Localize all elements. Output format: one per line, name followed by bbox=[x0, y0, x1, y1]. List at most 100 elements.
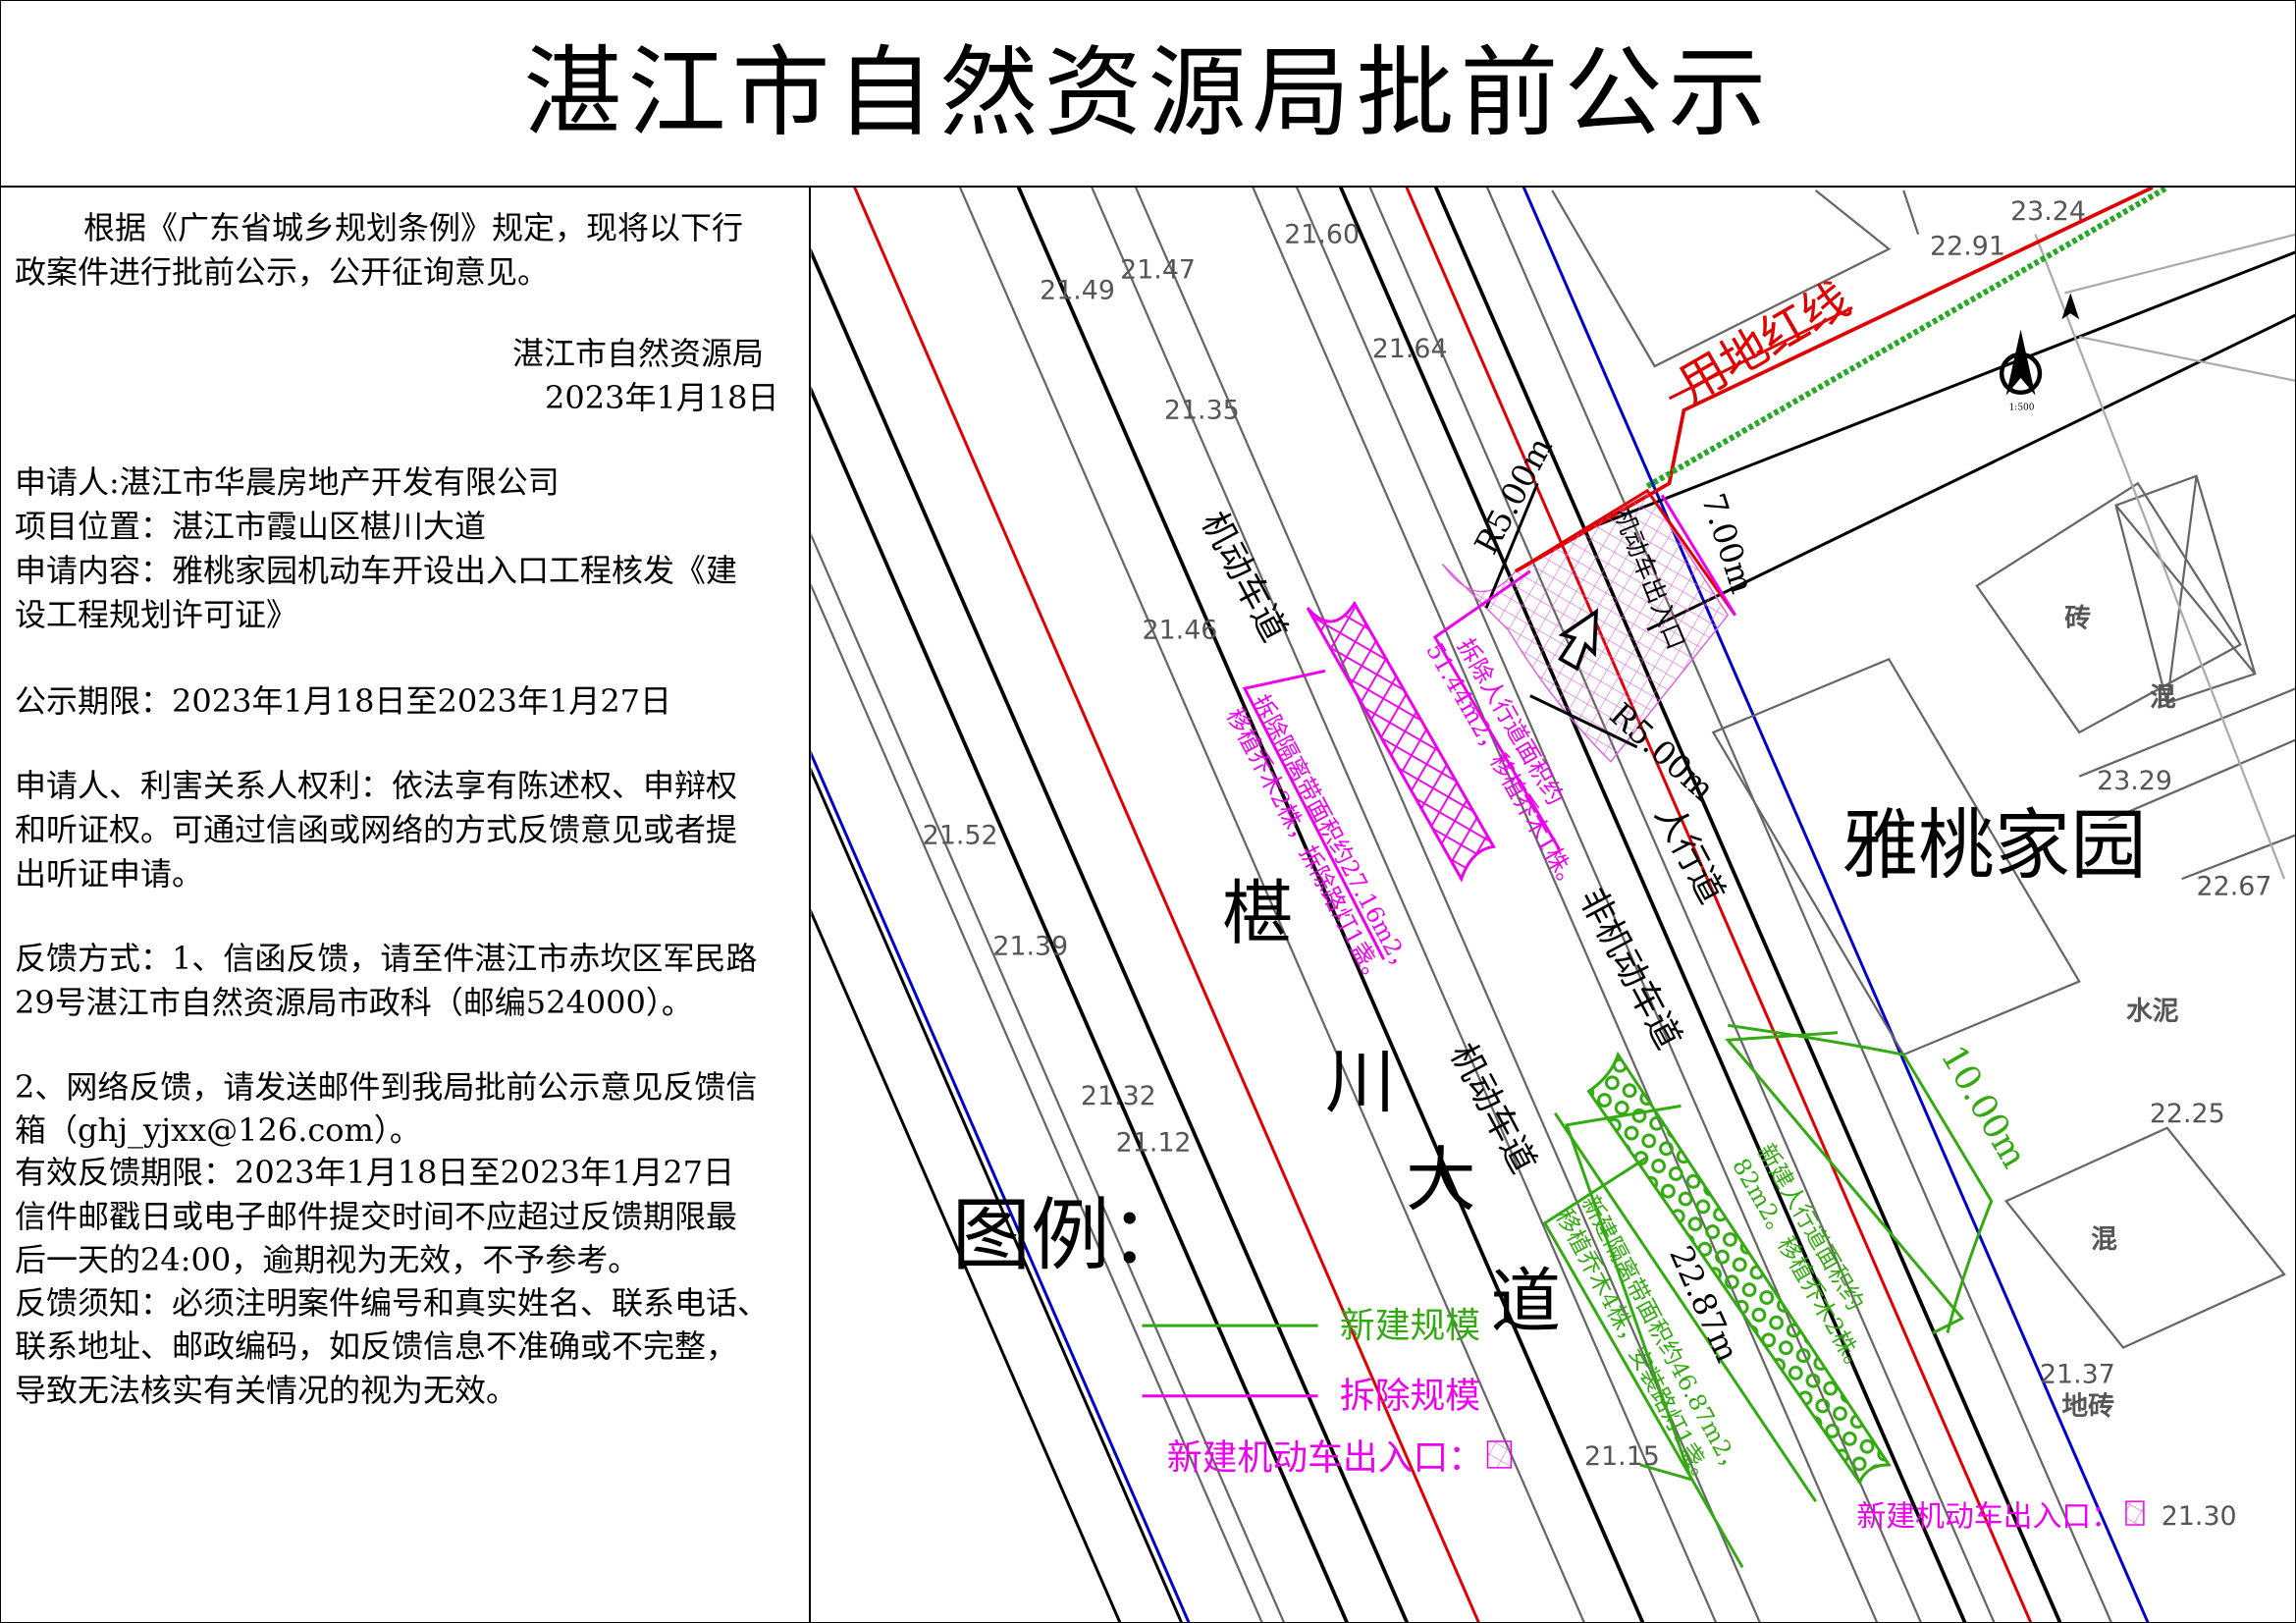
road-line bbox=[811, 750, 1191, 1623]
demolish-median-area bbox=[1306, 600, 1496, 883]
road-line bbox=[853, 187, 1480, 1623]
elevation-label: 21.46 bbox=[1143, 615, 1218, 645]
road-line bbox=[1134, 187, 1762, 1623]
elevation-label: 21.39 bbox=[992, 932, 1068, 962]
notice-line: 政案件进行批前公示，公开征询意见。 bbox=[15, 253, 550, 291]
material-label: 水泥 bbox=[2126, 996, 2179, 1026]
site-boundary-line bbox=[1583, 250, 2296, 532]
dimension-22-87m bbox=[1553, 1111, 1817, 1503]
notice-line: 根据《广东省城乡规划条例》规定，现将以下行 bbox=[83, 209, 744, 246]
new-sidewalk-box bbox=[1725, 1031, 1965, 1334]
notice-line: 湛江市自然资源局 bbox=[512, 335, 765, 372]
north-arrow-icon bbox=[1999, 293, 2080, 396]
curb-curve bbox=[1728, 1023, 1994, 1333]
greenbelt-line bbox=[1645, 187, 2169, 489]
notice-line: 2023年1月18日 bbox=[545, 379, 779, 416]
page-title: 湛江市自然资源局批前公示 bbox=[523, 35, 1773, 150]
road-line bbox=[1338, 187, 1967, 1623]
road-line bbox=[811, 386, 1350, 1623]
notice-line: 信件邮戳日或电子邮件提交时间不应超过反馈期限最 bbox=[15, 1198, 738, 1235]
new-median-area bbox=[1586, 1051, 1893, 1486]
elevation-label: 21.60 bbox=[1284, 220, 1360, 250]
entrance-swatch-icon bbox=[2125, 1500, 2145, 1526]
elevation-label: 23.24 bbox=[2010, 196, 2086, 227]
notice-line: 项目位置：湛江市霞山区椹川大道 bbox=[15, 508, 487, 545]
legend-swatch-entrance bbox=[1486, 1440, 1513, 1469]
road-line bbox=[1485, 187, 2113, 1623]
road-line bbox=[811, 582, 1263, 1623]
road-line bbox=[1522, 187, 2150, 1623]
land-red-line-leader bbox=[1668, 305, 1853, 401]
new-median-box bbox=[1542, 1104, 1744, 1569]
scale-label: 1:500 bbox=[2009, 404, 2035, 413]
legend-label-new: 新建规模 bbox=[1340, 1306, 1480, 1346]
elevation-label: 21.32 bbox=[1081, 1081, 1156, 1111]
building-outline bbox=[1711, 657, 2081, 1056]
notice-line: 箱（ghj_yjxx@126.com）。 bbox=[15, 1111, 421, 1149]
elevation-label: 21.30 bbox=[2162, 1501, 2237, 1532]
notice-line: 后一天的24:00，逾期视为无效，不予参考。 bbox=[15, 1241, 640, 1278]
notice-line: 申请人、利害关系人权利：依法享有陈述权、申辩权 bbox=[15, 767, 738, 804]
road-name-char: 道 bbox=[1491, 1261, 1562, 1342]
notice-line: 申请内容：雅桃家园机动车开设出入口工程核发《建 bbox=[15, 552, 738, 589]
building-outline bbox=[2114, 474, 2257, 705]
elevation-label: 21.15 bbox=[1584, 1441, 1660, 1472]
material-label: 砖 bbox=[2064, 604, 2091, 634]
building-outline bbox=[2003, 1126, 2286, 1349]
legend-title: 图例： bbox=[952, 1189, 1190, 1281]
road-name-char: 大 bbox=[1406, 1139, 1476, 1220]
road-line bbox=[811, 532, 1286, 1623]
road-line bbox=[1433, 187, 2062, 1623]
estate-name: 雅桃家园 bbox=[1842, 802, 2147, 891]
elevation-label: 22.91 bbox=[1930, 232, 2005, 262]
road-lines bbox=[811, 187, 2150, 1623]
notice-line: 申请人:湛江市华晨房地产开发有限公司 bbox=[15, 463, 560, 501]
road-line bbox=[1016, 187, 1645, 1623]
notice-line: 29号湛江市自然资源局市政科（邮编524000）。 bbox=[15, 984, 693, 1021]
elevation-label: 22.67 bbox=[2197, 872, 2272, 902]
road-line bbox=[958, 187, 1586, 1623]
elevation-label: 21.35 bbox=[1164, 396, 1240, 426]
radius-leader bbox=[1529, 694, 1638, 749]
notice-line: 设工程规划许可证》 bbox=[15, 596, 298, 633]
elevation-label: 21.64 bbox=[1372, 334, 1448, 364]
elevation-label: 23.29 bbox=[2097, 766, 2172, 796]
new-entrance-note: 新建机动车出入口： bbox=[1856, 1500, 2119, 1535]
elevation-label: 21.47 bbox=[1120, 254, 1196, 285]
legend-label-demolish: 拆除规模 bbox=[1340, 1377, 1480, 1417]
material-label: 地砖 bbox=[2061, 1391, 2114, 1422]
elevation-label: 21.12 bbox=[1116, 1128, 1192, 1159]
notice-panel bbox=[0, 187, 811, 1623]
elevation-label: 22.25 bbox=[2150, 1099, 2225, 1129]
building-outline bbox=[1551, 189, 1920, 368]
building-outline bbox=[2078, 687, 2296, 881]
building-outline bbox=[1975, 481, 2242, 734]
title-band: 湛江市自然资源局批前公示 bbox=[0, 0, 2296, 188]
road-line bbox=[1252, 187, 1879, 1623]
material-label: 混 bbox=[2091, 1224, 2117, 1255]
notice-line: 和听证权。可通过信函或网络的方式反馈意见或者提 bbox=[15, 811, 738, 848]
elevation-label: 21.49 bbox=[1040, 275, 1115, 305]
road-name-char: 椹 bbox=[1223, 873, 1294, 954]
road-line bbox=[811, 767, 1184, 1623]
road-line bbox=[1091, 187, 1718, 1623]
entrance-arrow-icon bbox=[1558, 608, 1598, 672]
elevation-label: 21.37 bbox=[2040, 1359, 2115, 1389]
legend-label-entrance: 新建机动车出入口： bbox=[1167, 1437, 1483, 1478]
notice-line: 2、网络反馈，请发送邮件到我局批前公示意见反馈信 bbox=[15, 1068, 758, 1106]
site-boundary-line bbox=[1646, 313, 2296, 631]
demolish-median-box bbox=[1242, 669, 1385, 960]
notice-line: 反馈须知：必须注明案件编号和真实姓名、联系电话、 bbox=[15, 1284, 770, 1322]
notice-line: 联系地址、邮政编码，如反馈信息不准确或不完整， bbox=[15, 1327, 738, 1365]
notice-line: 有效反馈期限：2023年1月18日至2023年1月27日 bbox=[15, 1154, 735, 1191]
elevation-label: 21.52 bbox=[923, 820, 998, 850]
entrance-red-outline bbox=[1515, 488, 1736, 617]
material-label: 混 bbox=[2150, 682, 2176, 713]
demolish-sidewalk-box bbox=[1432, 569, 1561, 851]
radius-leader bbox=[1484, 482, 1539, 609]
road-name-char: 川 bbox=[1325, 1041, 1396, 1122]
road-line bbox=[1405, 187, 2033, 1623]
notice-line: 导致无法核实有关情况的视为无效。 bbox=[15, 1372, 518, 1409]
